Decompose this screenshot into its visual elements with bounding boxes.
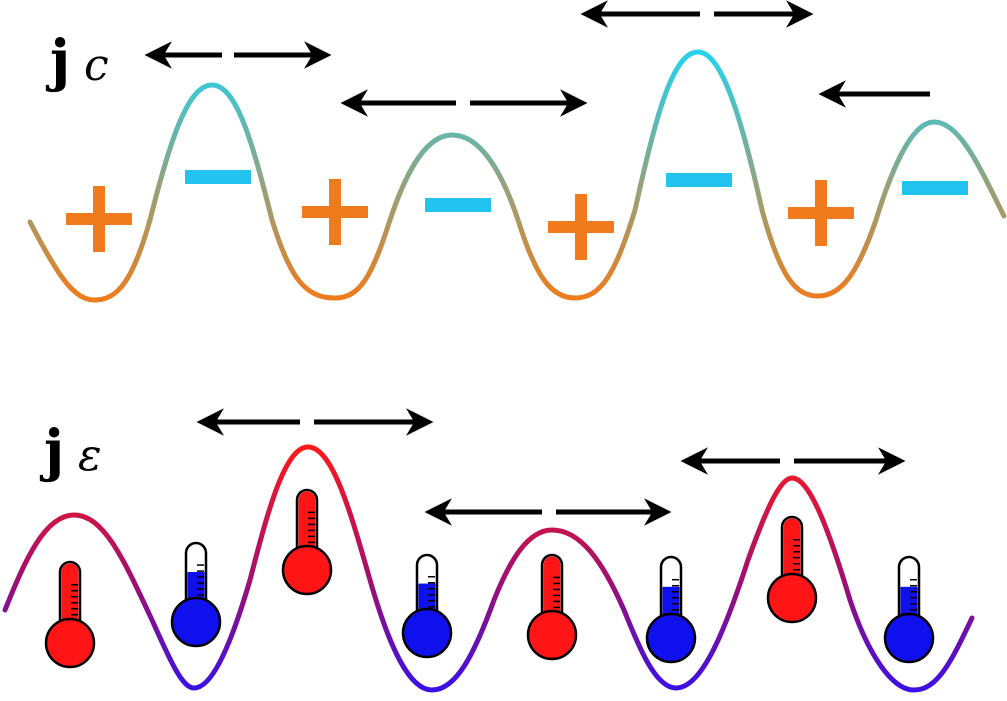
energy-potential-wave — [2, 444, 975, 693]
negative-charge-2 — [425, 198, 491, 212]
energy-current-label: j — [39, 418, 64, 484]
hot-thermometer-icon — [526, 553, 578, 661]
positive-charge-3 — [548, 194, 614, 260]
positive-charge-4 — [788, 180, 854, 246]
cold-thermometer-icon — [170, 541, 222, 648]
negative-charge-3 — [666, 173, 732, 187]
charge-potential-wave — [27, 49, 1007, 303]
hot-thermometer-icon — [281, 488, 333, 596]
positive-charge-2 — [302, 179, 368, 245]
charge-panel: j c — [27, 0, 1007, 303]
negative-charge-4 — [902, 181, 968, 195]
hot-thermometer-icon — [766, 515, 818, 624]
charge-current-subscript: c — [84, 40, 109, 91]
cold-thermometer-icon — [645, 555, 697, 664]
negative-charge-1 — [185, 170, 251, 184]
hot-thermometer-icon — [44, 560, 96, 669]
energy-panel: j ε — [2, 408, 975, 693]
cold-thermometer-icon — [401, 553, 453, 659]
energy-current-subscript: ε — [78, 430, 102, 481]
positive-charge-1 — [66, 186, 132, 252]
charge-current-label: j — [45, 28, 70, 94]
cold-thermometer-icon — [883, 555, 935, 664]
